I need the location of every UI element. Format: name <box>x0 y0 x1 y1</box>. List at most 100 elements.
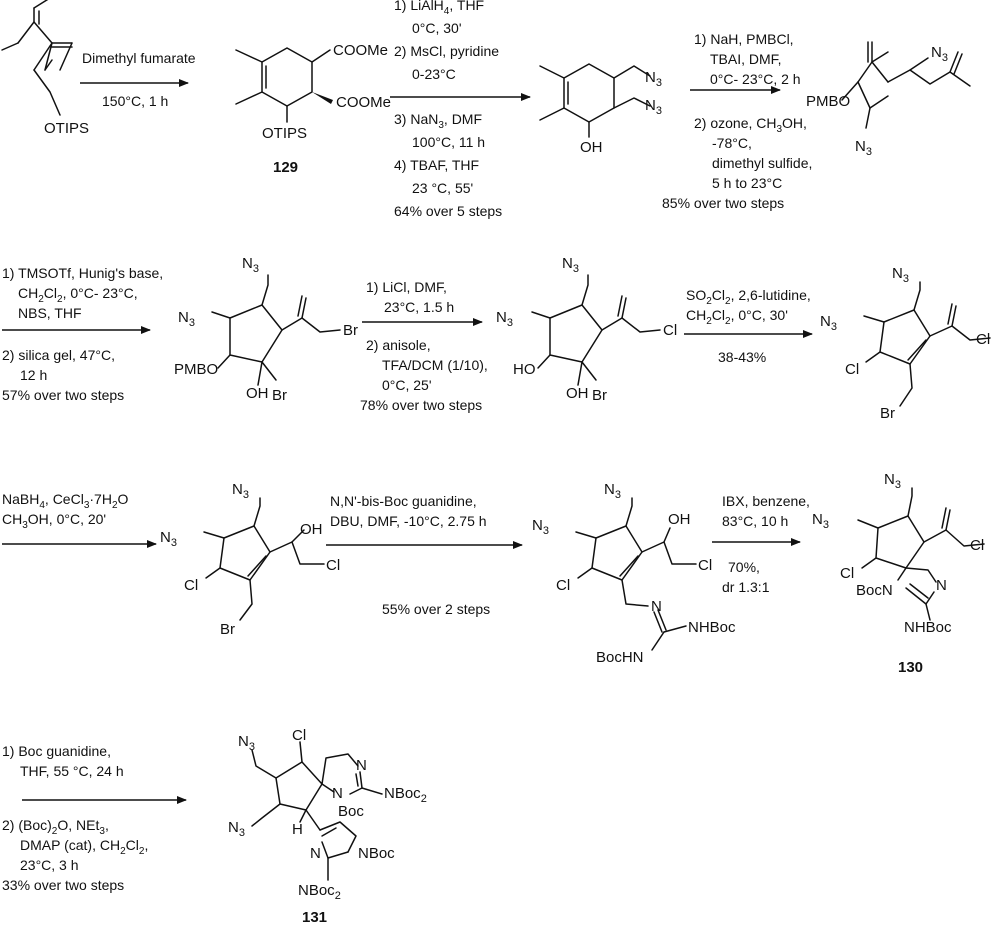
compound-label-131: 131 <box>302 909 327 926</box>
step1-conditions-text: 150°C, 1 h <box>102 93 168 109</box>
step2-above-line-3: 0-23°C <box>412 66 456 82</box>
diketone-n3-top: N <box>931 44 942 61</box>
c131-boc: Boc <box>338 803 364 820</box>
svg-text:N3: N3 <box>232 481 249 501</box>
compound-label-130: 130 <box>898 659 923 676</box>
cd-oh: OH <box>566 385 589 402</box>
svg-text:N3: N3 <box>645 69 662 89</box>
cd-ho: HO <box>513 361 536 378</box>
coome-top: COOMe <box>333 42 388 59</box>
enone-structure: N3 N3 Cl Cl Br <box>820 265 991 422</box>
svg-text:N3: N3 <box>160 529 177 549</box>
step9-above-line-0: IBX, benzene, <box>722 493 810 509</box>
step2-below-line-1: 100°C, 11 h <box>412 134 485 150</box>
step6-below-line-0: 38-43% <box>718 349 766 365</box>
c131-nboc2-upper: NBoc <box>384 785 421 802</box>
step9-conditions: IBX, benzene,83°C, 10 h 70%,dr 1.3:1 <box>712 493 810 595</box>
enone-n3-top: N <box>892 265 903 282</box>
bromo-n3-top: N <box>242 255 253 272</box>
step2-above-line-0: 1) LiAlH4, THF <box>394 0 484 17</box>
svg-text:N3: N3 <box>532 517 549 537</box>
compound-130: N3 N3 Cl Cl BocN N NHBoc 130 <box>812 471 985 676</box>
diene-structure: OTIPS <box>1 0 89 137</box>
step3-above-line-2: 0°C- 23°C, 2 h <box>710 71 801 87</box>
step10-below-line-1: DMAP (cat), CH2Cl2, <box>20 837 148 857</box>
c130-cl-tail: Cl <box>970 537 984 554</box>
diol-oh: OH <box>580 139 603 156</box>
step4-below-line-2: 57% over two steps <box>2 387 124 403</box>
compound-129: COOMe COOMe OTIPS 129 <box>235 42 391 176</box>
guan-oh: OH <box>668 511 691 528</box>
bromo-br-tail: Br <box>343 322 358 339</box>
step8-above-line-1: DBU, DMF, -10°C, 2.75 h <box>330 513 487 529</box>
step9-below-line-1: dr 1.3:1 <box>722 579 770 595</box>
diketone-structure: PMBO N3 N3 <box>806 41 971 158</box>
c130-n-ring: N <box>936 577 947 594</box>
c130-bocn: BocN <box>856 582 893 599</box>
step2-below-line-4: 64% over 5 steps <box>394 203 502 219</box>
svg-text:NBoc2: NBoc2 <box>384 785 427 805</box>
step3-below-line-4: 85% over two steps <box>662 195 784 211</box>
svg-text:N3: N3 <box>812 511 829 531</box>
step2-above-line-2: 2) MsCl, pyridine <box>394 43 499 59</box>
step10-below-line-3: 33% over two steps <box>2 877 124 893</box>
bromo-oh: OH <box>246 385 269 402</box>
step10-above-line-0: 1) Boc guanidine, <box>2 743 111 759</box>
c130-n3-left: N <box>812 511 823 528</box>
c131-n-upper: N <box>356 757 367 774</box>
step4-below-line-0: 2) silica gel, 47°C, <box>2 347 115 363</box>
guan-cl-tail: Cl <box>698 557 712 574</box>
step2-above-line-1: 0°C, 30' <box>412 20 462 36</box>
step3-conditions: 1) NaH, PMBCl,TBAI, DMF,0°C- 23°C, 2 h 2… <box>662 31 812 211</box>
c131-cl: Cl <box>292 727 306 744</box>
c131-n-lower: N <box>310 845 321 862</box>
guan-n3-top: N <box>604 481 615 498</box>
step5-conditions: 1) LiCl, DMF,23°C, 1.5 h 2) anisole,TFA/… <box>360 279 488 413</box>
bromoketone-structure: N3 N3 PMBO OH Br Br <box>174 255 358 404</box>
allyl-n3-left: N <box>160 529 171 546</box>
step10-above-line-1: THF, 55 °C, 24 h <box>20 763 124 779</box>
enone-cl-ring: Cl <box>845 361 859 378</box>
c131-n3-top: N <box>238 733 249 750</box>
step8-below-line-0: 55% over 2 steps <box>382 601 490 617</box>
svg-text:N3: N3 <box>562 255 579 275</box>
bromo-br-side: Br <box>272 387 287 404</box>
enone-br: Br <box>880 405 895 422</box>
chloroketone-diol-structure: N3 N3 HO OH Br Cl <box>496 255 677 404</box>
step7-above-line-1: CH3OH, 0°C, 20' <box>2 511 106 531</box>
step7-above-line-0: NaBH4, CeCl3·7H2O <box>2 491 129 511</box>
step9-above-line-1: 83°C, 10 h <box>722 513 788 529</box>
diketone-pmbo: PMBO <box>806 93 850 110</box>
enone-n3-left: N <box>820 313 831 330</box>
cd-cl: Cl <box>663 322 677 339</box>
guan-n-imine: N <box>651 598 662 615</box>
step2-conditions: 1) LiAlH4, THF 0°C, 30' 2) MsCl, pyridine 0… <box>390 0 531 219</box>
bromo-pmbo: PMBO <box>174 361 218 378</box>
svg-text:N3: N3 <box>855 138 872 158</box>
step5-below-line-0: 2) anisole, <box>366 337 431 353</box>
step5-above-line-0: 1) LiCl, DMF, <box>366 279 447 295</box>
step3-below-line-0: 2) ozone, CH3OH, <box>694 115 807 135</box>
step2-below-line-2: 4) TBAF, THF <box>394 157 479 173</box>
step3-below-line-3: 5 h to 23°C <box>712 175 782 191</box>
svg-text:N3: N3 <box>645 97 662 117</box>
guan-nhboc: NHBoc <box>688 619 736 636</box>
allyl-cl-ring: Cl <box>184 577 198 594</box>
guan-n3-left: N <box>532 517 543 534</box>
step8-above-line-0: N,N'-bis-Boc guanidine, <box>330 493 477 509</box>
svg-text:N3: N3 <box>604 481 621 501</box>
step10-below-line-0: 2) (Boc)2O, NEt3, <box>2 817 109 837</box>
c131-nboc2-lower: NBoc <box>298 882 335 899</box>
c130-nhboc: NHBoc <box>904 619 952 636</box>
c131-h: H <box>292 821 303 838</box>
c131-nboc-lower: NBoc <box>358 845 395 862</box>
step5-below-line-1: TFA/DCM (1/10), <box>382 357 488 373</box>
svg-text:N3: N3 <box>238 733 255 753</box>
svg-text:N3: N3 <box>242 255 259 275</box>
enone-cl-tail: Cl <box>976 331 990 348</box>
step6-above-line-1: CH2Cl2, 0°C, 30' <box>686 307 788 327</box>
step1-conditions: Dimethyl fumarate 150°C, 1 h <box>80 50 196 109</box>
step3-above-line-1: TBAI, DMF, <box>710 51 782 67</box>
